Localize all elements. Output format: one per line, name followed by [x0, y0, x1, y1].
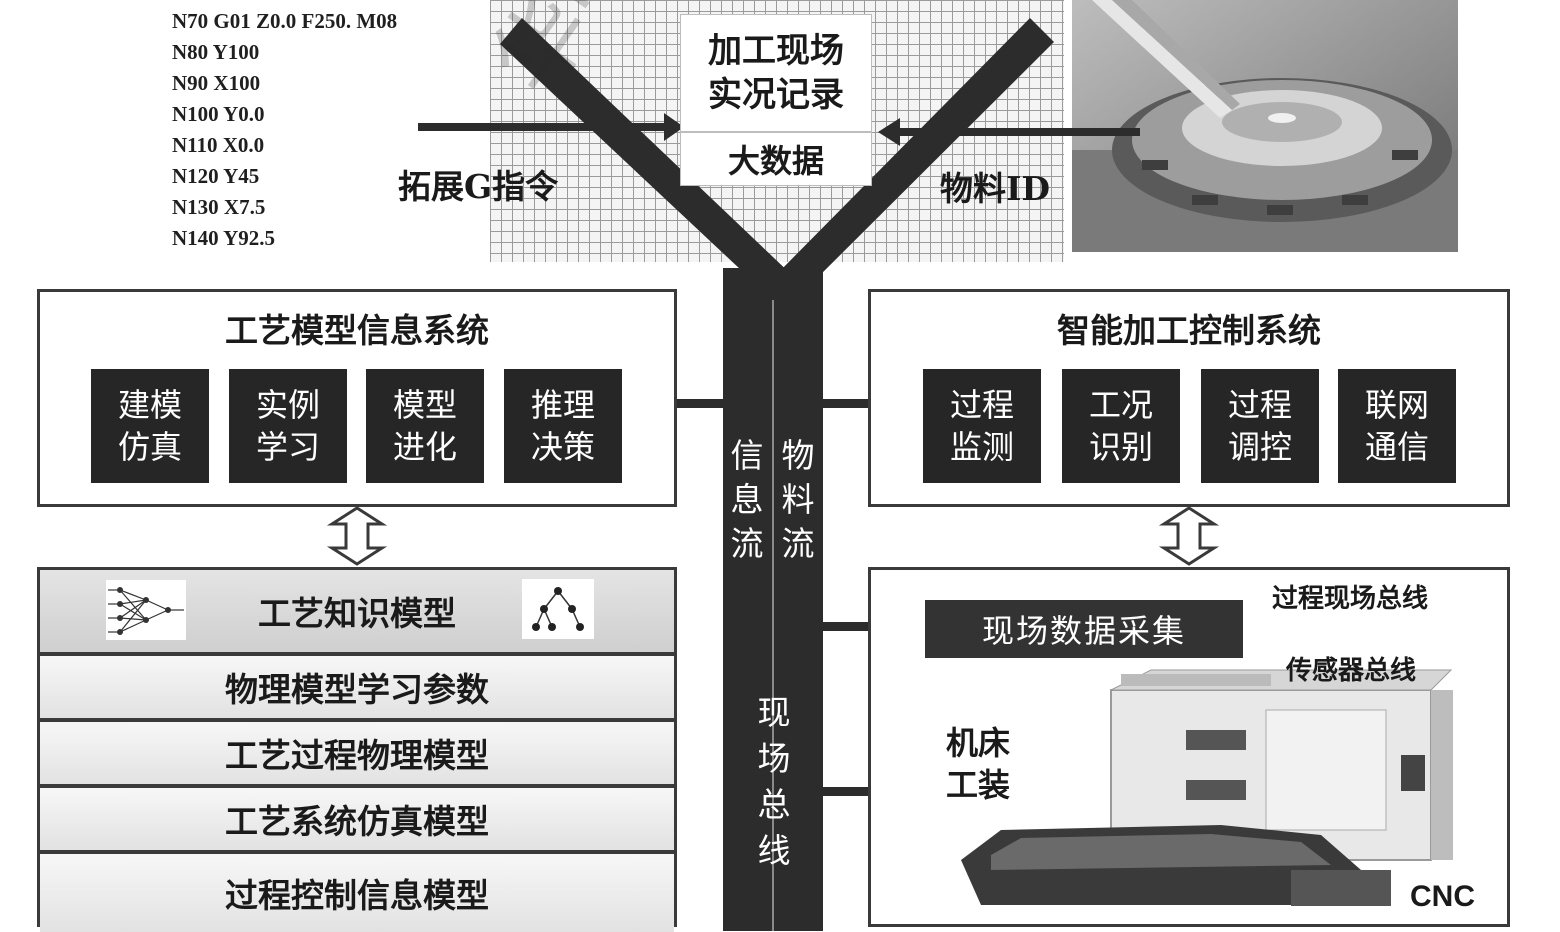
trunk-right-arm: [773, 18, 1054, 300]
box-line: 监测: [949, 428, 1014, 466]
box-line: 仿真: [117, 428, 182, 466]
process-knowledge-model: 工艺知识模型 物理模型学习参数 工艺过程物理模型 工艺系统仿真模型 过程控制信息…: [37, 567, 677, 932]
layer-label: 工艺过程物理模型: [225, 736, 489, 775]
layer-process-physical-model: 工艺过程物理模型: [40, 722, 674, 788]
sensor-bus-label: 传感器总线: [1286, 656, 1417, 686]
trunk-char: 信: [730, 436, 764, 475]
trunk-char: 息: [730, 480, 764, 519]
box-network-communication: 联网通信: [1338, 369, 1456, 483]
box-line: 建模: [117, 386, 182, 424]
gcode-line: N110 X0.0: [172, 133, 265, 157]
info-flow-label: 信息流: [726, 434, 768, 566]
box-line: 推理: [530, 386, 595, 424]
trunk-char: 料: [781, 480, 815, 519]
gcode-line: N70 G01 Z0.0 F250. M08: [172, 9, 398, 33]
trunk-char: 线: [757, 831, 791, 870]
machine-line1: 机床: [946, 724, 1011, 762]
field-record-box: 加工现场 实况记录: [680, 14, 872, 132]
field-bus-text: 现场总线: [750, 690, 798, 874]
gcode-line: N80 Y100: [172, 40, 260, 64]
gcode-line: N100 Y0.0: [172, 102, 265, 126]
gcode-line: N90 X100: [172, 71, 261, 95]
cnc-machine-illustration: [961, 669, 1453, 906]
box-line: 调控: [1227, 428, 1292, 466]
gcode-line: N140 Y92.5: [172, 226, 276, 250]
extended-g-label: 拓展G指令: [398, 167, 559, 206]
box-line: 模型: [392, 386, 457, 424]
right-panel-title: 智能加工控制系统: [1057, 311, 1321, 350]
field-data-collection-box: 现场数据采集: [925, 600, 1243, 658]
machining-photo: [1072, 0, 1458, 252]
machine-fixture-label: 机床 工装: [946, 722, 1010, 806]
box-line: 过程: [949, 386, 1014, 424]
info-flow-text: 信息流: [726, 434, 768, 566]
box-model-evolution: 模型进化: [366, 369, 484, 483]
arrow-g-command: [418, 113, 684, 141]
trunk-left-arm: [500, 18, 795, 300]
trunk-char: 流: [781, 524, 815, 563]
gcode-line: N130 X7.5: [172, 195, 266, 219]
box-line: 联网: [1364, 386, 1429, 424]
gcode-line: N120 Y45: [172, 164, 260, 188]
layer-label: 物理模型学习参数: [225, 670, 489, 709]
box-reasoning-decision: 推理决策: [504, 369, 622, 483]
trunk-char: 现: [757, 693, 791, 732]
connector-machine: [821, 787, 879, 796]
connector-right-panel: [821, 399, 871, 408]
box-line: 实例: [255, 386, 320, 424]
box-line: 识别: [1088, 428, 1153, 466]
left-panel-title: 工艺模型信息系统: [225, 311, 489, 350]
big-data-box: 大数据: [680, 132, 872, 186]
field-record-line2: 实况记录: [708, 75, 844, 115]
box-line: 决策: [530, 428, 595, 466]
gcode-listing: N70 G01 Z0.0 F250. M08 N80 Y100 N90 X100…: [172, 6, 397, 254]
double-arrow-right: [1158, 506, 1220, 566]
layer-process-system-simulation-model: 工艺系统仿真模型: [40, 788, 674, 854]
material-id-label: 物料ID: [940, 169, 1051, 208]
layer-label: 工艺系统仿真模型: [225, 802, 489, 841]
knowledge-header-label: 工艺知识模型: [258, 594, 456, 633]
layer-process-control-info-model: 过程控制信息模型: [40, 854, 674, 932]
trunk-char: 总: [757, 785, 791, 824]
tree-structure-icon: [522, 579, 594, 639]
box-process-monitoring: 过程监测: [923, 369, 1041, 483]
double-arrow-left: [326, 506, 388, 566]
neural-network-icon: [106, 580, 186, 640]
field-data-collection-label: 现场数据采集: [981, 612, 1186, 650]
box-condition-recognition: 工况识别: [1062, 369, 1180, 483]
field-bus-label: 现场总线: [750, 690, 798, 874]
knowledge-header: 工艺知识模型: [40, 570, 674, 656]
cnc-label: CNC: [1410, 880, 1475, 913]
field-record-line1: 加工现场: [708, 31, 844, 71]
arrow-material-id: [878, 118, 1140, 146]
box-line: 学习: [255, 428, 320, 466]
trunk-char: 场: [757, 739, 791, 778]
layer-physical-model-learning-params: 物理模型学习参数: [40, 656, 674, 722]
box-process-control: 过程调控: [1201, 369, 1319, 483]
box-modeling-simulation: 建模仿真: [91, 369, 209, 483]
machine-line2: 工装: [946, 766, 1011, 804]
layer-label: 过程控制信息模型: [225, 876, 489, 915]
process-bus-label: 过程现场总线: [1272, 584, 1429, 614]
box-line: 进化: [392, 428, 457, 466]
trunk-char: 物: [781, 436, 815, 475]
box-line: 过程: [1227, 386, 1292, 424]
box-instance-learning: 实例学习: [229, 369, 347, 483]
box-line: 工况: [1088, 386, 1153, 424]
material-flow-text: 物料流: [776, 434, 820, 566]
box-line: 通信: [1364, 428, 1429, 466]
material-flow-label: 物料流: [776, 434, 820, 566]
connector-left-panel: [675, 399, 725, 408]
trunk-char: 流: [730, 524, 764, 563]
big-data-label: 大数据: [727, 142, 824, 180]
